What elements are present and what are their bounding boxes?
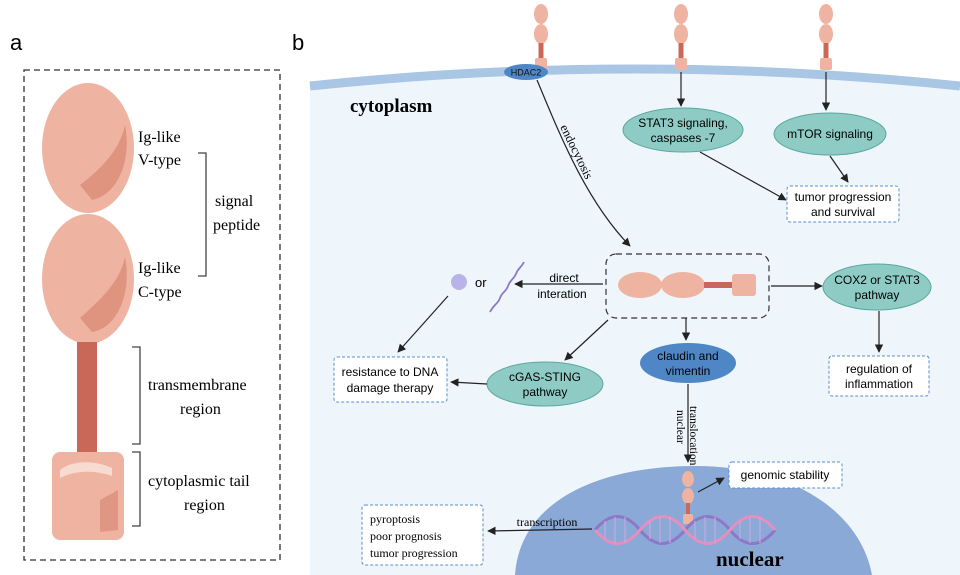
central-complex-box — [605, 253, 770, 319]
cytoplasmic-tail-label-1: cytoplasmic tail — [148, 473, 250, 490]
cytoplasmic-tail-label-2: region — [184, 497, 225, 514]
tail-shade — [100, 490, 118, 532]
dna-helix — [593, 515, 777, 545]
resistance-box — [333, 356, 448, 403]
claudin-vimentin-label-2: vimentin — [666, 364, 711, 378]
ig-v-label-1: Ig-like — [138, 129, 181, 146]
panel-a: a Ig-like V-type Ig-like C-type signal p… — [10, 30, 281, 561]
transcription-arrow — [487, 526, 593, 536]
to-genomic-stability-arrow — [697, 477, 725, 493]
cgas-sting-label-1: cGAS-STING — [509, 370, 581, 384]
cox2-stat3-label-2: pathway — [855, 288, 900, 302]
cytoplasm-label: cytoplasm — [350, 96, 433, 117]
membrane-protein-stat3 — [674, 4, 688, 70]
tumor-progression-label-1: tumor progression — [795, 190, 892, 204]
outcomes-box — [361, 504, 484, 566]
tail-highlight — [60, 462, 112, 478]
hdac2-oval — [504, 64, 548, 80]
direct-interaction-label-1: direct — [549, 271, 579, 285]
transmembrane-stem — [77, 342, 97, 454]
panel-a-frame — [23, 69, 281, 561]
transmembrane-label-2: region — [180, 401, 221, 418]
cox2-stat3-oval — [822, 263, 932, 311]
nuclear-label: nuclear — [716, 547, 784, 571]
nuclear-translocation-label-2: translocation — [687, 406, 699, 466]
outcome-poor-prognosis: poor prognosis — [370, 529, 442, 543]
nuclear-protein — [682, 471, 694, 524]
inflammation-label-1: regulation of — [846, 362, 913, 376]
transmembrane-bracket — [132, 346, 141, 445]
ig-c-shade — [80, 257, 127, 332]
outcome-pyroptosis: pyroptosis — [370, 512, 420, 526]
ig-v-label-2: V-type — [138, 152, 181, 169]
cytoplasmic-tail-bracket — [132, 451, 141, 527]
hdac2-label: HDAC2 — [511, 68, 542, 78]
ig-c-label-2: C-type — [138, 284, 182, 301]
panel-b: b cytoplasm nuclear HDAC2 — [292, 4, 960, 575]
resistance-label-2: damage therapy — [347, 381, 434, 395]
molecule-to-resistance-arrow — [397, 295, 449, 353]
mtor-oval — [773, 112, 887, 156]
inflammation-box — [828, 355, 930, 397]
ig-c-label-1: Ig-like — [138, 260, 181, 277]
cox2-stat3-label-1: COX2 or STAT3 — [834, 273, 920, 287]
signal-peptide-label-2: peptide — [213, 217, 260, 234]
inflammation-label-2: inflammation — [845, 377, 913, 391]
protein-structure — [42, 83, 134, 540]
stat3-caspases-label-2: caspases -7 — [651, 131, 716, 145]
complex-to-cgas-arrow — [564, 319, 609, 361]
cell-membrane — [309, 64, 960, 91]
direct-interaction-label-2: interation — [537, 287, 586, 301]
or-label: or — [475, 275, 487, 290]
panel-b-label: b — [292, 30, 304, 55]
mtor-to-tumor-arrow — [829, 155, 849, 183]
tumor-progression-box — [786, 185, 900, 223]
molecule-dot — [451, 274, 467, 290]
internalized-protein — [618, 272, 756, 298]
ig-v-shade — [80, 125, 127, 200]
panel-a-label: a — [10, 30, 23, 55]
stat3-to-tumor-arrow — [699, 151, 787, 201]
signal-peptide-label-1: signal — [215, 193, 254, 210]
outcome-tumor-progression: tumor progression — [370, 546, 458, 560]
membrane-protein-hdac2 — [534, 4, 548, 70]
tumor-progression-label-2: and survival — [811, 205, 875, 219]
stat3-caspases-label-1: STAT3 signaling, — [638, 116, 728, 130]
signal-peptide-bracket — [198, 152, 207, 277]
stat3-caspases-oval — [622, 107, 744, 153]
mtor-label: mTOR signaling — [787, 127, 873, 141]
cgas-to-resistance-arrow — [450, 378, 488, 387]
claudin-vimentin-label-1: claudin and — [657, 349, 718, 363]
cgas-sting-label-2: pathway — [523, 385, 568, 399]
genomic-stability-box — [728, 461, 843, 489]
transmembrane-label-1: transmembrane — [148, 377, 247, 394]
claudin-vimentin-oval — [640, 343, 736, 383]
membrane-protein-mtor — [819, 4, 833, 70]
resistance-label-1: resistance to DNA — [342, 365, 439, 379]
genomic-stability-label: genomic stability — [741, 468, 830, 482]
transcription-label: transcription — [517, 515, 578, 529]
nuclear-translocation-label-1: nuclear — [674, 410, 686, 444]
nucleic-acid-squiggle — [489, 261, 525, 313]
endocytosis-arrow — [536, 79, 631, 247]
cgas-sting-oval — [486, 361, 604, 407]
